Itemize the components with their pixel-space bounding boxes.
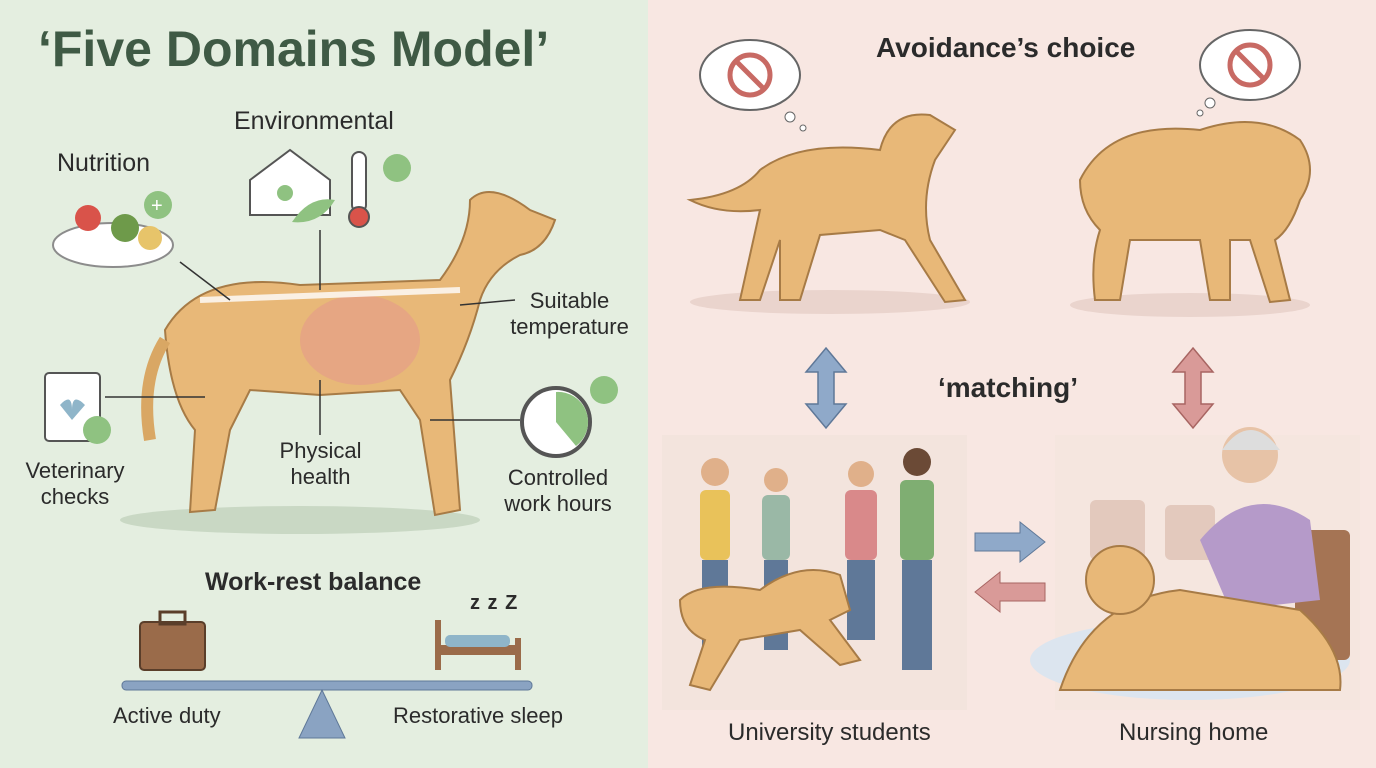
avoidance-choice-title: Avoidance’s choice	[876, 32, 1136, 63]
cowering-dog-illustration	[1070, 121, 1311, 317]
right-arrow-icon	[974, 520, 1046, 564]
caption-university-students: University students	[728, 719, 931, 746]
skeleton-dog-illustration	[120, 191, 557, 534]
avoiding-dog-illustration	[686, 113, 970, 314]
thermometer-icon	[348, 151, 411, 228]
clipboard-icon	[44, 372, 205, 444]
nursing-home-scene-illustration	[1030, 427, 1360, 710]
page-title: ‘Five Domains Model’	[38, 21, 550, 77]
label-line: Controlled	[507, 465, 609, 490]
red-double-arrow-icon	[1171, 346, 1215, 430]
work-rest-balance-title: Work-rest balance	[205, 568, 422, 596]
seesaw-beam	[121, 680, 533, 691]
matching-label: ‘matching’	[938, 372, 1079, 403]
thought-bubble-no-icon	[1196, 29, 1301, 117]
bed-icon	[435, 620, 521, 670]
label-line: temperature	[510, 314, 629, 339]
label-line: checks	[40, 484, 110, 509]
clock-icon	[430, 376, 618, 458]
label-active-duty: Active duty	[113, 703, 221, 728]
nutrition-plate-icon: +	[52, 191, 174, 268]
label-line: Suitable	[529, 288, 610, 313]
label-line: work hours	[504, 491, 612, 516]
svg-text:+: +	[151, 195, 163, 217]
seesaw-fulcrum	[298, 688, 346, 739]
blue-double-arrow-icon	[804, 346, 848, 430]
label-line: Physical	[279, 438, 362, 463]
label-line: Veterinary	[25, 458, 125, 483]
sleep-zzz-icon: z z Z	[470, 592, 519, 614]
label-restorative-sleep: Restorative sleep	[393, 703, 563, 728]
caption-nursing-home: Nursing home	[1119, 719, 1269, 746]
briefcase-icon	[139, 610, 206, 671]
left-arrow-icon	[974, 570, 1046, 614]
house-icon	[249, 148, 335, 223]
label-nutrition: Nutrition	[57, 149, 151, 177]
label-line: health	[290, 464, 351, 489]
students-scene-illustration	[662, 435, 967, 710]
thought-bubble-no-icon	[699, 39, 807, 132]
label-environmental: Environmental	[234, 107, 394, 135]
